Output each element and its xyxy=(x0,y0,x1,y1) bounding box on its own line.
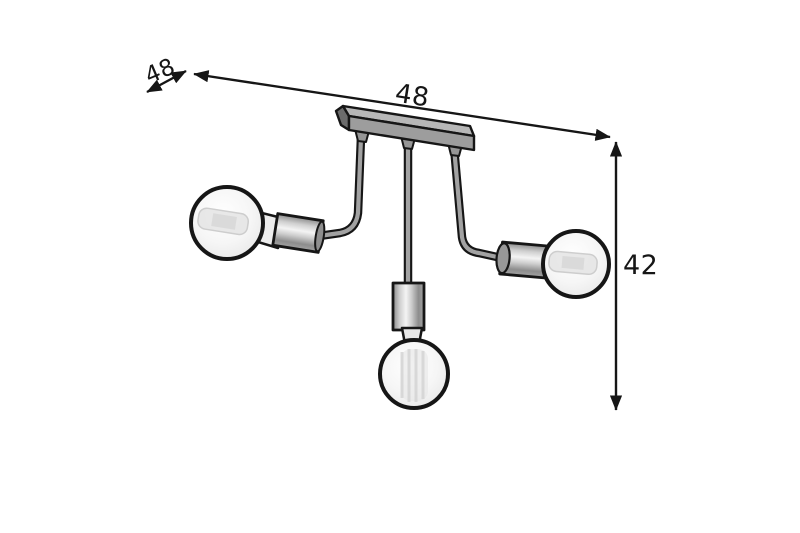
left-bulb-filament xyxy=(197,207,250,236)
center-bulb-assembly xyxy=(378,281,450,410)
right-bulb-assembly xyxy=(495,229,611,299)
width-dimension-arrow xyxy=(193,70,611,141)
center-bulb-filament xyxy=(400,349,428,402)
left-socket xyxy=(271,212,326,254)
depth-dimension-arrow xyxy=(146,69,187,94)
dimension-annotations: 48 48 42 xyxy=(141,54,658,411)
center-bulb-outline xyxy=(378,338,450,410)
right-bulb-outline xyxy=(541,229,611,299)
depth-dimension-label: 48 xyxy=(141,54,179,90)
left-bulb-assembly xyxy=(189,185,326,261)
right-bulb-filament xyxy=(548,250,598,276)
right-socket xyxy=(495,240,549,280)
left-bulb-outline xyxy=(189,185,265,261)
lamp-arm-left xyxy=(318,136,366,241)
height-dimension-label: 42 xyxy=(623,250,658,281)
lamp-arm-right xyxy=(449,146,507,264)
lamp-fixture xyxy=(189,104,611,410)
width-dimension-label: 48 xyxy=(393,79,431,114)
center-socket xyxy=(391,281,426,332)
